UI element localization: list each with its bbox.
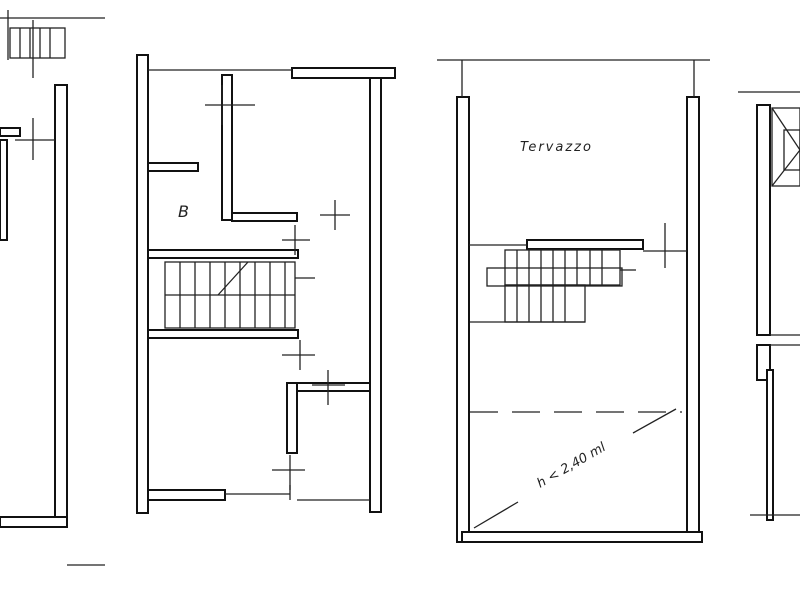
room-label-b: B — [178, 202, 189, 221]
room-label-terrace: Tervazzo — [520, 140, 593, 155]
staircase — [9, 20, 66, 78]
floor-plan-1 — [0, 10, 105, 566]
floor-plan-3: Tervazzo h < 2,40 ml — [437, 59, 710, 543]
staircase — [470, 249, 636, 323]
floor-plan-4 — [738, 91, 800, 521]
light-point-marks — [205, 85, 350, 490]
floor-plan-2: B — [136, 54, 396, 514]
diagonal-line — [473, 501, 519, 529]
height-note: h < 2,40 ml — [535, 440, 609, 492]
staircase — [771, 107, 800, 187]
staircase — [164, 261, 315, 329]
